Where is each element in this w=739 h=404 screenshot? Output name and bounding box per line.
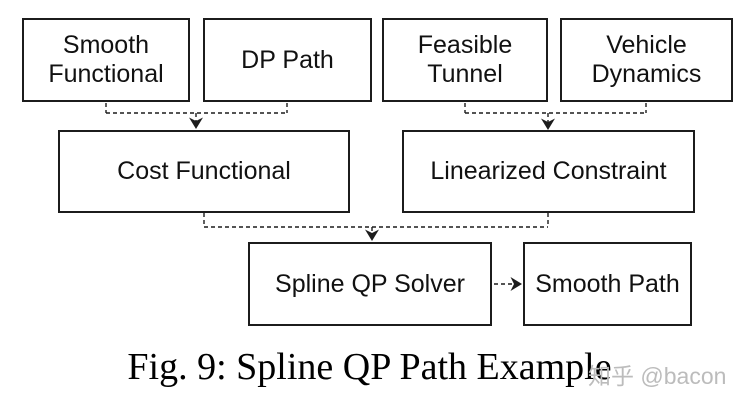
node-label: Spline QP Solver	[275, 269, 465, 298]
node-feasible-tunnel: Feasible Tunnel	[382, 18, 548, 102]
node-label: Linearized Constraint	[430, 157, 667, 185]
node-smooth-functional: Smooth Functional	[22, 18, 190, 102]
arrowhead-into-cost-functional-icon	[189, 117, 203, 129]
node-label: DP Path	[241, 45, 334, 74]
node-label: Feasible Tunnel	[417, 31, 513, 88]
edge-feasible-tunnel-to-linearized	[464, 103, 647, 125]
node-smooth-path: Smooth Path	[523, 242, 692, 326]
arrowhead-into-smooth-path-icon	[510, 277, 522, 291]
node-dp-path: DP Path	[203, 18, 372, 102]
node-spline-qp-solver: Spline QP Solver	[248, 242, 492, 326]
node-label: Smooth Functional	[48, 31, 164, 88]
node-cost-functional: Cost Functional	[58, 130, 350, 213]
node-vehicle-dynamics: Vehicle Dynamics	[560, 18, 733, 102]
node-label: Cost Functional	[117, 157, 291, 185]
node-label: Smooth Path	[535, 269, 680, 298]
edge-cost-linearized-to-solver	[203, 213, 549, 236]
arrowhead-into-linearized-constraint-icon	[541, 118, 555, 130]
figure-caption: Fig. 9: Spline QP Path Example	[127, 346, 612, 388]
edge-smooth-functional-to-cost	[105, 103, 288, 124]
node-label: Vehicle Dynamics	[591, 31, 702, 88]
watermark-text: 知乎 @bacon	[588, 363, 727, 389]
arrowhead-into-spline-qp-solver-icon	[365, 229, 379, 241]
node-linearized-constraint: Linearized Constraint	[402, 130, 695, 213]
